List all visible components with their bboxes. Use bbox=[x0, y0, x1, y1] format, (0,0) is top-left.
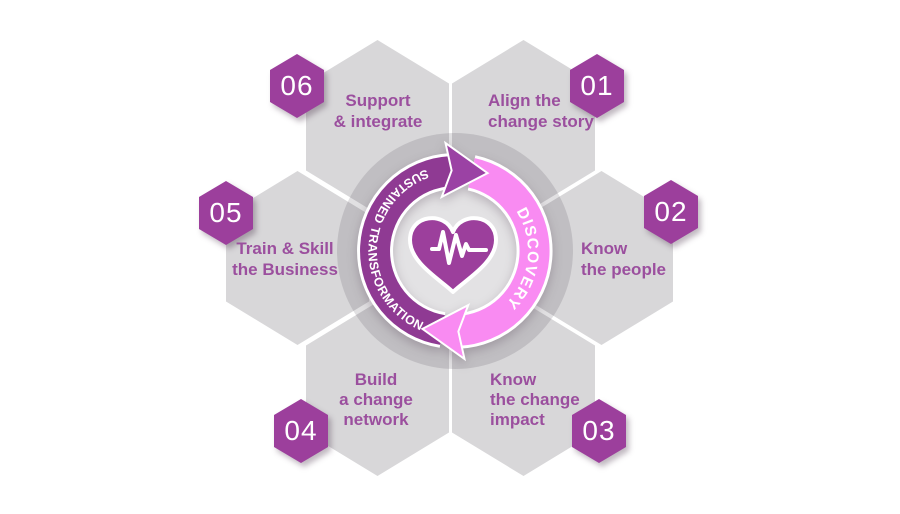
label-line: impact bbox=[490, 410, 545, 429]
label-line: Align the bbox=[488, 91, 561, 110]
badge-number: 05 bbox=[209, 197, 243, 228]
badge-step-03: 03 bbox=[572, 399, 626, 463]
label-line: the change bbox=[490, 390, 580, 409]
label-step-05: Train & Skill the Business bbox=[213, 238, 357, 280]
badge-step-02: 02 bbox=[644, 180, 698, 244]
badge-number: 06 bbox=[280, 70, 314, 101]
pulse-line bbox=[430, 230, 488, 265]
cycle-arrows bbox=[357, 140, 553, 362]
label-line: Know bbox=[490, 370, 537, 389]
badge-number: 04 bbox=[284, 415, 318, 446]
label-line: Train & Skill bbox=[236, 239, 334, 258]
label-line: a change bbox=[339, 390, 413, 409]
badge-step-05: 05 bbox=[199, 181, 253, 245]
label-line: Know bbox=[581, 239, 628, 258]
label-step-04: Build a change network bbox=[304, 370, 448, 430]
sustained-arrowhead-icon bbox=[439, 140, 490, 200]
label-line: change story bbox=[488, 112, 594, 131]
badge-step-01: 01 bbox=[570, 54, 624, 118]
label-line: network bbox=[343, 410, 409, 429]
label-line: Build bbox=[354, 370, 398, 389]
label-step-02: Know the people bbox=[581, 238, 666, 280]
badge-step-04: 04 bbox=[274, 399, 328, 463]
badge-step-06: 06 bbox=[270, 54, 324, 118]
label-line: the Business bbox=[232, 260, 338, 279]
label-line: Support bbox=[345, 91, 411, 110]
sustained-arc bbox=[360, 156, 453, 345]
label-step-06: Support & integrate bbox=[306, 90, 450, 132]
badge-number: 01 bbox=[580, 70, 614, 101]
badge-number: 02 bbox=[654, 196, 688, 227]
label-step-03: Know the change impact bbox=[490, 370, 580, 430]
badge-number: 03 bbox=[582, 415, 616, 446]
label-line: & integrate bbox=[333, 112, 423, 131]
discovery-arrowhead-icon bbox=[420, 302, 471, 362]
discovery-arc bbox=[456, 158, 550, 346]
label-line: the people bbox=[581, 260, 667, 279]
label-step-01: Align the change story bbox=[488, 90, 594, 132]
heart-pulse-icon bbox=[408, 216, 498, 294]
